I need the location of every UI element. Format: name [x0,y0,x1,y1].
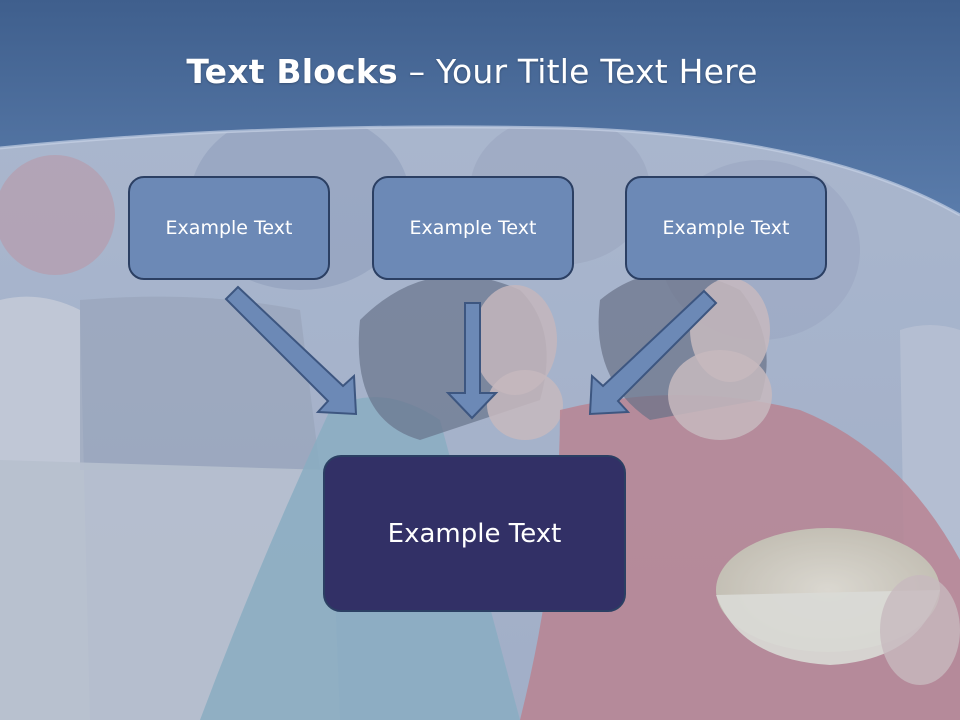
text-block-3[interactable]: Example Text [625,176,827,280]
text-block-2-label: Example Text [409,217,537,239]
title-rest: Your Title Text Here [435,52,758,91]
title-separator: – [397,52,436,91]
text-block-3-label: Example Text [662,217,790,239]
slide-title: Text Blocks – Your Title Text Here [0,52,944,91]
text-block-result[interactable]: Example Text [323,455,626,612]
text-block-1-label: Example Text [165,217,293,239]
text-block-result-label: Example Text [387,518,562,549]
title-bold: Text Blocks [186,52,398,91]
text-block-1[interactable]: Example Text [128,176,330,280]
text-block-2[interactable]: Example Text [372,176,574,280]
